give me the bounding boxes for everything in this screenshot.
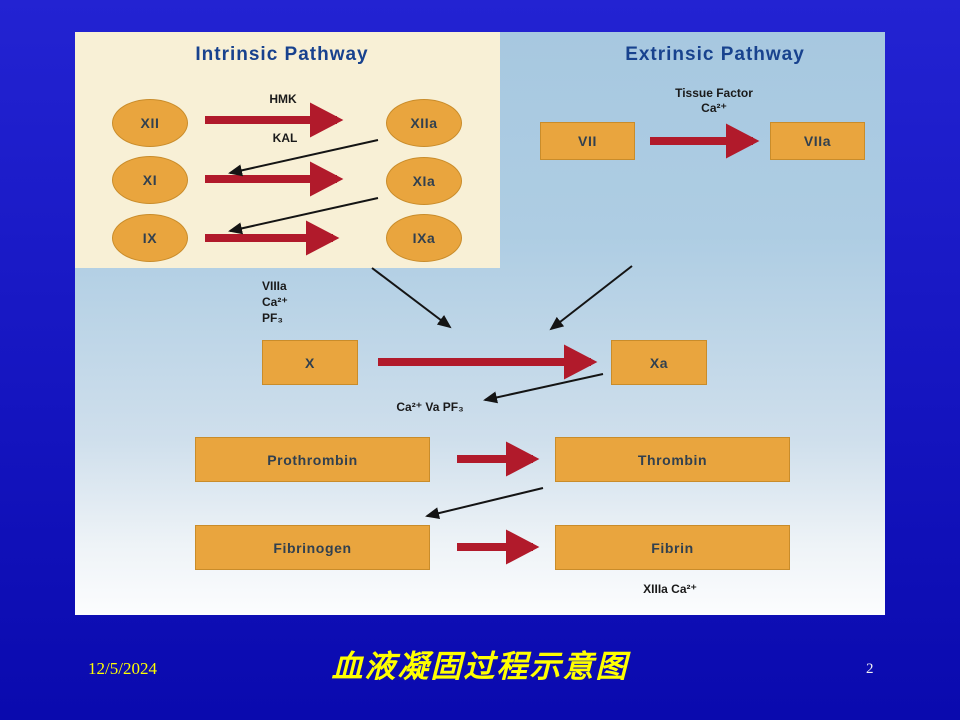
label-fibrin-stabilizer: XIIIa Ca²⁺ [643, 582, 697, 596]
label-tissue-factor-line1: Tissue Factor [675, 86, 753, 100]
node-factor-vii: VII [540, 122, 635, 160]
node-factor-xii: XII [112, 99, 188, 147]
label-hmk: HMK [269, 92, 297, 106]
node-factor-x: X [262, 340, 358, 385]
slide-date: 12/5/2024 [88, 659, 157, 678]
slide-caption: 血液凝固过程示意图 [331, 649, 629, 684]
node-thrombin: Thrombin [555, 437, 790, 482]
node-factor-viia: VIIa [770, 122, 865, 160]
node-factor-ixa: IXa [386, 214, 462, 262]
label-tissue-factor: Tissue Factor Ca²⁺ [614, 86, 814, 116]
node-factor-xiia: XIIa [386, 99, 462, 147]
node-factor-xi: XI [112, 156, 188, 204]
label-tissue-factor-line2: Ca²⁺ [701, 101, 727, 115]
label-viiia: VIIIa [262, 279, 287, 293]
label-ca2: Ca²⁺ [262, 295, 288, 309]
arrow-extrinsic-to-x-activation [549, 265, 633, 331]
node-factor-xia: XIa [386, 157, 462, 205]
label-intrinsic-cofactors: VIIIa Ca²⁺ PF₃ [262, 278, 342, 326]
node-fibrinogen: Fibrinogen [195, 525, 430, 570]
extrinsic-pathway-title: Extrinsic Pathway [625, 44, 805, 65]
arrow-intrinsic-to-x-activation [371, 267, 452, 329]
node-factor-ix: IX [112, 214, 188, 262]
node-factor-xa: Xa [611, 340, 707, 385]
intrinsic-pathway-title: Intrinsic Pathway [195, 44, 369, 65]
label-common-cofactors: Ca²⁺ Va PF₃ [396, 400, 464, 414]
coagulation-cascade-diagram: Intrinsic Pathway Extrinsic Pathway [75, 32, 885, 615]
arrow-xa-to-prothrombinase [483, 373, 604, 404]
node-fibrin: Fibrin [555, 525, 790, 570]
slide-page-number: 2 [866, 661, 874, 677]
arrow-thrombin-to-fibrin-conversion [425, 487, 544, 520]
node-prothrombin: Prothrombin [195, 437, 430, 482]
label-kal: KAL [272, 131, 298, 145]
label-pf3: PF₃ [262, 311, 283, 325]
